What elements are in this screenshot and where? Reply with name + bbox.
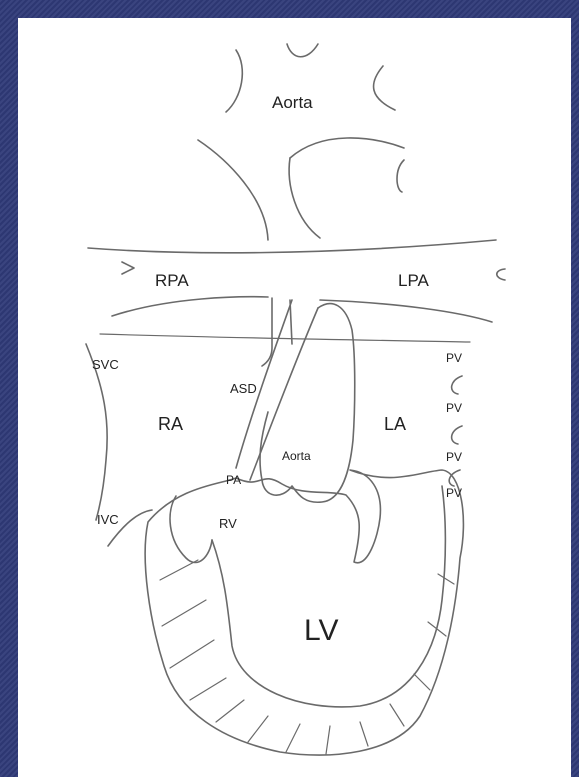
pulmonary-vein-hooks <box>449 376 462 486</box>
pv-label-3: PV <box>446 450 462 464</box>
heart-outer-contour <box>145 470 463 755</box>
ra-label: RA <box>158 414 183 434</box>
pv-label-4: PV <box>446 486 462 500</box>
septal-column <box>262 298 292 366</box>
lpa-label: LPA <box>398 271 430 290</box>
aorta-mid-label: Aorta <box>282 449 311 463</box>
svc-label: SVC <box>92 357 119 372</box>
asd-label: ASD <box>230 381 257 396</box>
aortic-arch-vessels <box>198 44 404 240</box>
ivc-label: IVC <box>97 512 119 527</box>
myocardium-hatching <box>160 560 454 754</box>
lv-inner-wall <box>212 486 445 707</box>
la-label: LA <box>384 414 406 434</box>
pv-label-2: PV <box>446 401 462 415</box>
rv-label: RV <box>219 516 237 531</box>
pulmonary-artery-band <box>88 240 505 322</box>
lv-label: LV <box>304 614 338 647</box>
rpa-label: RPA <box>155 271 189 290</box>
atrial-roof-line <box>100 334 470 342</box>
rv-septum <box>170 496 212 563</box>
aorta-top-label: Aorta <box>272 93 313 112</box>
pv-label-1: PV <box>446 351 462 365</box>
pa-label: PA <box>226 473 241 487</box>
